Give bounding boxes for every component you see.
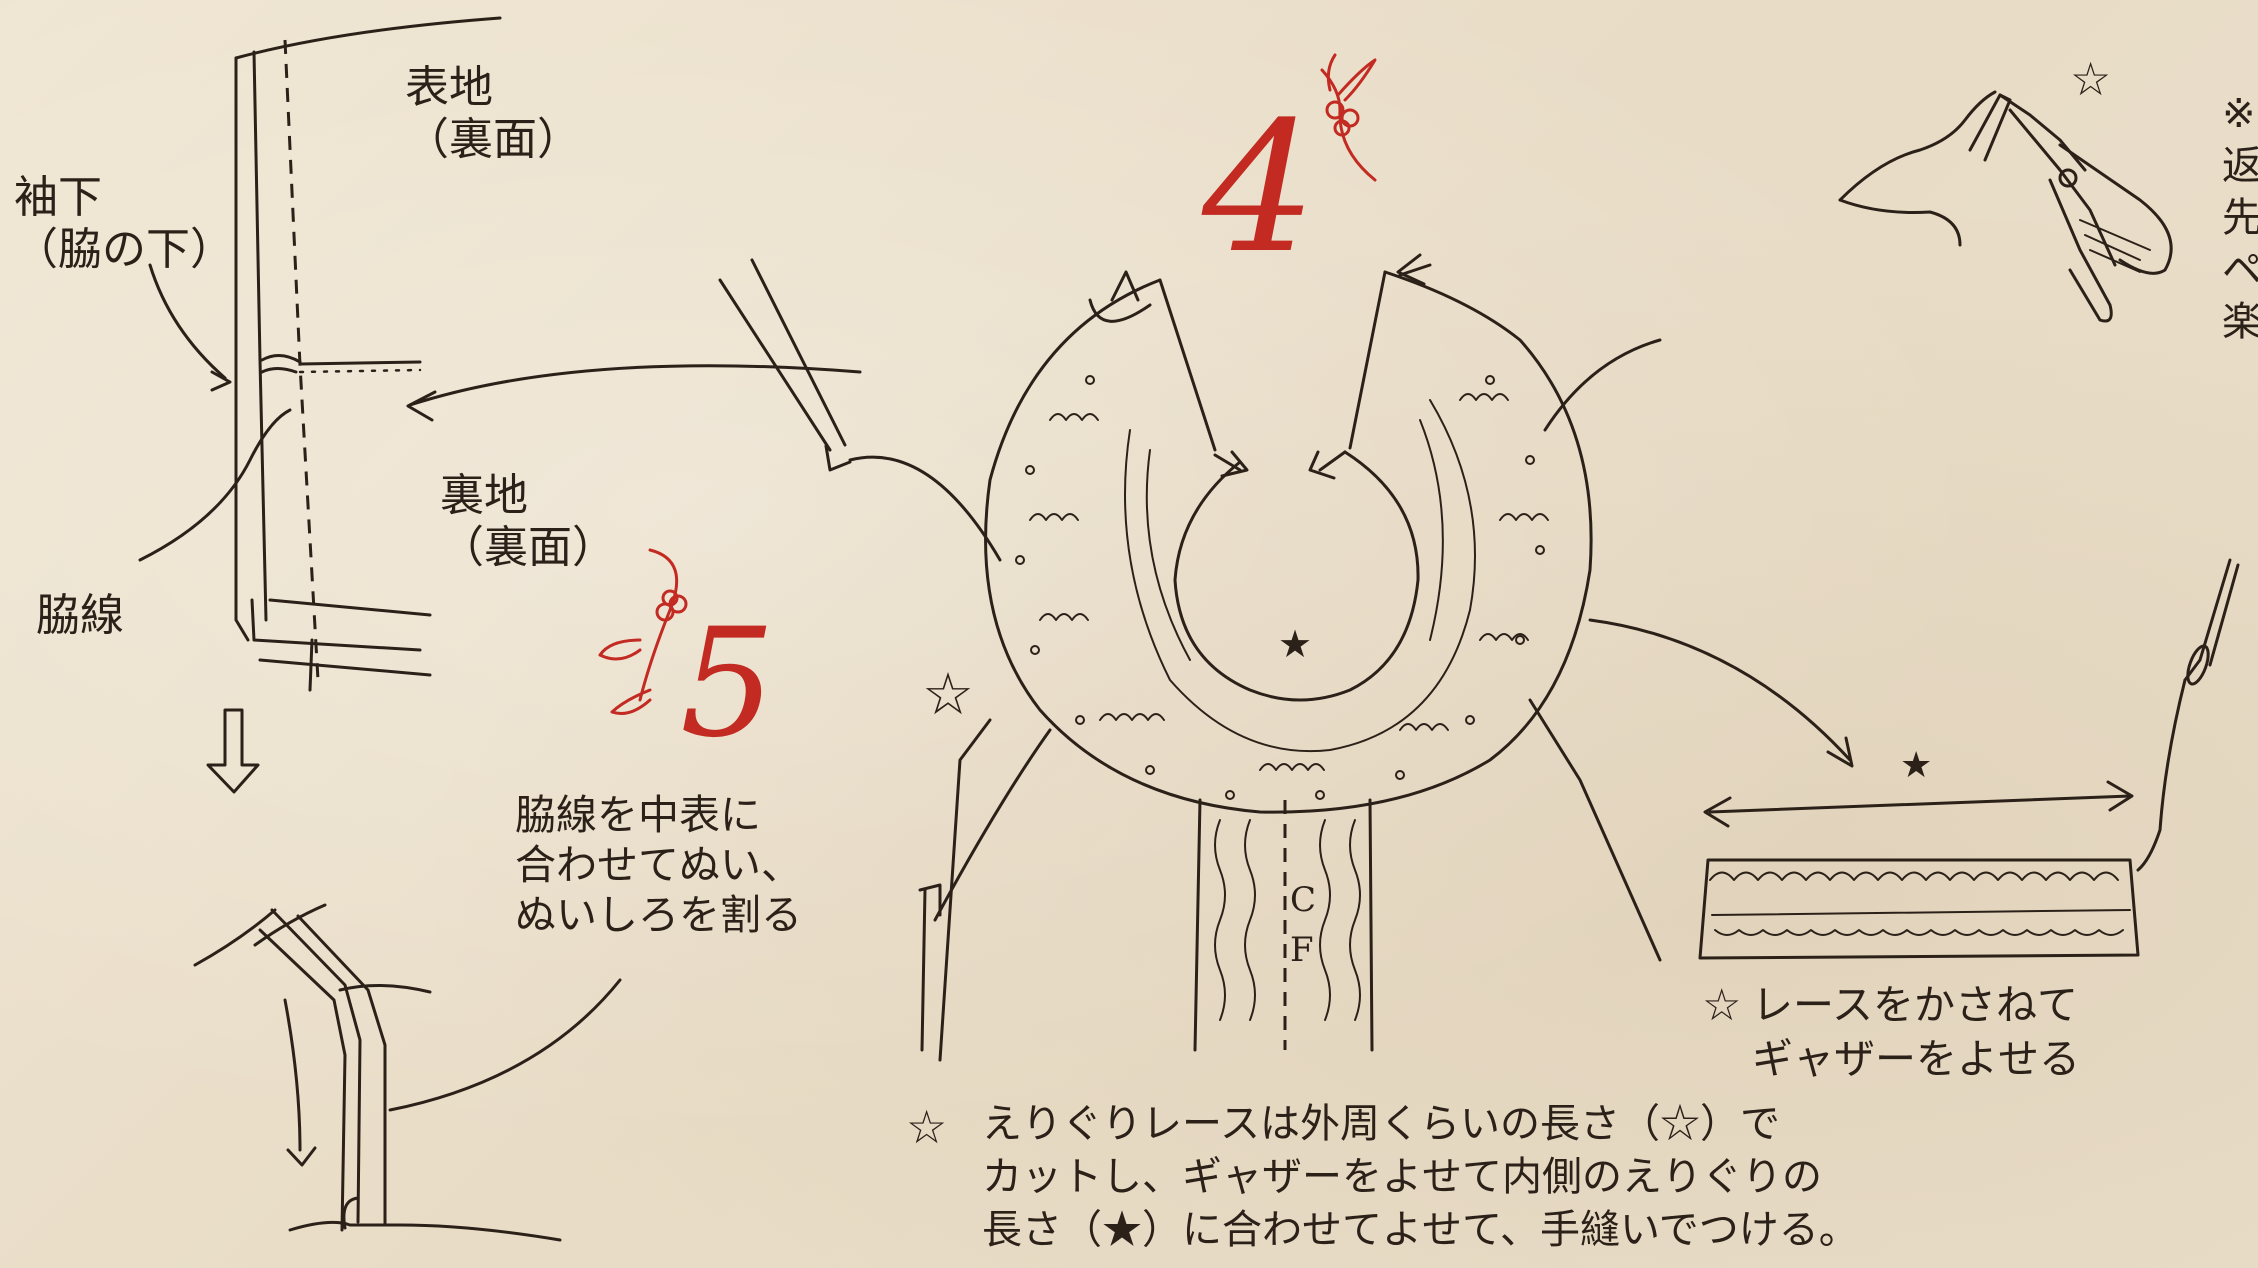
step-4-ornament: 4 — [1201, 53, 1377, 293]
pliers-icon — [1838, 90, 2173, 323]
black-star-icon: ★ — [1278, 622, 1313, 666]
label-cf-c: C — [1290, 880, 1317, 920]
tweezer-drawing — [718, 258, 1002, 562]
white-star-icon: ☆ — [1702, 980, 1742, 1031]
label-side-seam-note: 脇線を中表に 合わせてぬい、 ぬいしろを割る — [515, 791, 802, 939]
down-arrow-icon — [206, 708, 260, 794]
pointer-arrow — [408, 364, 862, 407]
lace-strip-drawing — [1588, 618, 2140, 960]
step-5-ornament: 5 — [598, 548, 775, 771]
white-star-icon: ☆ — [906, 1100, 948, 1154]
label-collar-note: えりぐりレースは外周くらいの長さ（☆）で カットし、ギャザーをよせて内側のえりぐ… — [982, 1101, 1859, 1253]
black-star-icon: ★ — [1900, 745, 1933, 786]
label-right-edge-note: ※ 返 先 ペ 楽 — [2222, 91, 2258, 345]
step-5-number: 5 — [680, 597, 775, 771]
step-4-number: 4 — [1201, 84, 1317, 293]
bent-sleeve-drawing — [193, 903, 622, 1242]
label-lace-note: レースをかさねて ギャザーをよせる — [1752, 981, 2080, 1083]
label-outer-fabric: 表地 （裏面） — [405, 62, 581, 165]
label-sleeve-under: 袖下 （脇の下） — [14, 172, 234, 275]
label-lining: 裏地 （裏面） — [440, 470, 616, 573]
sleeve-seam-drawing — [138, 16, 502, 692]
needle-icon — [2136, 558, 2240, 872]
label-side-seam: 脇線 — [36, 590, 124, 641]
white-star-icon: ☆ — [2070, 52, 2112, 106]
label-cf-f: F — [1290, 930, 1314, 970]
collar-drawing — [918, 253, 1662, 1062]
white-star-icon: ☆ — [922, 660, 974, 728]
